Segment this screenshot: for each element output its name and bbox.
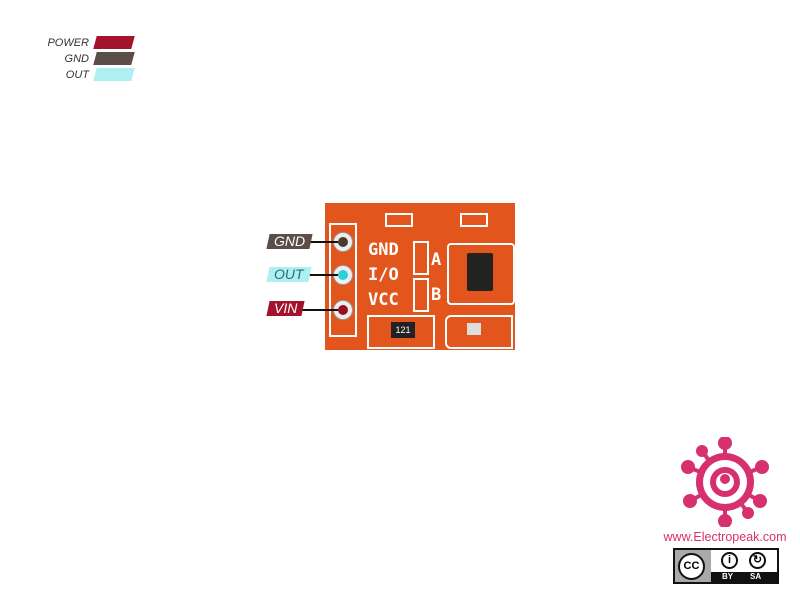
- sa-label: SA: [750, 572, 762, 581]
- cc-by-sa-badge[interactable]: CC i ↻ BY SA: [673, 548, 779, 584]
- cc-label-bar: [711, 572, 777, 582]
- gnd-leader: [300, 241, 338, 243]
- pad-b-outline: [413, 278, 429, 312]
- legend-label-out: OUT: [65, 69, 89, 81]
- website-link[interactable]: www.Electropeak.com: [663, 530, 787, 544]
- pad-b: B: [431, 285, 442, 305]
- ic-outline: [447, 243, 515, 305]
- pin-label-out-text: OUT: [274, 266, 304, 282]
- header-outline: [329, 223, 357, 337]
- ic-chip: [467, 253, 493, 291]
- legend-swatch-out: [93, 68, 135, 81]
- share-alike-icon: ↻: [749, 552, 766, 569]
- pin-label-vin: VIN: [266, 300, 305, 316]
- led-outline: [445, 315, 513, 349]
- by-label: BY: [722, 572, 734, 581]
- out-leader: [300, 274, 338, 276]
- touch-sensor-board: GND I/O VCC A B 121: [325, 203, 515, 350]
- electropeak-logo-icon: [681, 437, 769, 527]
- pad-a: A: [431, 250, 442, 270]
- pin-label-vin-text: VIN: [274, 300, 298, 316]
- legend-swatch-gnd: [93, 52, 135, 65]
- led: [467, 323, 481, 335]
- vin-leader: [300, 309, 338, 311]
- resistor-label: 121: [391, 322, 415, 338]
- by-person-icon: i: [721, 552, 738, 569]
- pin-label-gnd-text: GND: [274, 233, 306, 249]
- silk-io: I/O: [368, 265, 399, 285]
- legend-swatch-power: [93, 36, 135, 49]
- resistor-outline: [367, 315, 435, 349]
- pin-label-out: OUT: [266, 266, 312, 282]
- legend-label-gnd: GND: [64, 53, 89, 65]
- smd-top-1: [385, 213, 413, 227]
- pad-a-outline: [413, 241, 429, 275]
- pin-label-gnd: GND: [266, 233, 313, 249]
- silk-gnd: GND: [368, 240, 399, 260]
- silk-vcc: VCC: [368, 290, 399, 310]
- smd-top-2: [460, 213, 488, 227]
- cc-icon: CC: [678, 553, 705, 580]
- legend-label-power: POWER: [47, 37, 89, 49]
